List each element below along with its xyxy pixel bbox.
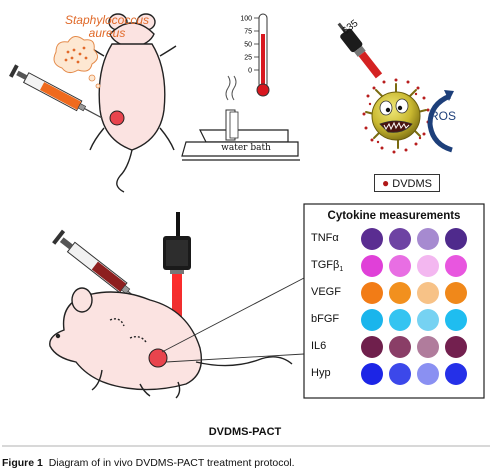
infection-site (109, 110, 125, 126)
cytokine-panel-title: Cytokine measurements (327, 210, 461, 222)
thermometer-icon (254, 13, 270, 97)
water-bath-icon (181, 75, 300, 161)
caption-text: Diagram of in vivo DVDMS-PACT treatment … (48, 457, 295, 469)
cytokine-well (389, 228, 411, 250)
thermometer-tick-label: 0 (248, 68, 252, 75)
cytokine-well (389, 309, 411, 331)
cytokine-well (445, 336, 467, 358)
cytokine-well (417, 282, 439, 304)
cytokine-row-label: IL6 (311, 340, 327, 352)
cytokine-row-label: TNFα (311, 232, 339, 244)
thermometer-tick-label: 100 (240, 16, 252, 23)
laser-probe-top (337, 22, 383, 79)
thermometer-tick-label: 25 (244, 55, 252, 62)
cytokine-well (361, 282, 383, 304)
bacteria-label: Staphylococcus aureus (64, 13, 150, 40)
ros-arrow-icon (427, 90, 454, 153)
ros-label: ROS (430, 109, 457, 123)
cytokine-well (417, 336, 439, 358)
cytokine-row-label: TGFβ1 (311, 259, 344, 274)
cytokine-row-label: Hyp (311, 367, 331, 379)
bacteria-cloud (53, 36, 101, 89)
cytokine-well (361, 228, 383, 250)
cytokine-well (361, 309, 383, 331)
figure-caption: Figure 1 Diagram of in vivo DVDMS-PACT t… (2, 457, 490, 469)
cytokine-well (445, 228, 467, 250)
thermometer-tick-label: 50 (244, 42, 252, 49)
connector-line-lower (165, 353, 305, 363)
treatment-site (148, 348, 168, 368)
laser-probe-bottom (163, 212, 191, 334)
cytokine-well (389, 336, 411, 358)
cytokine-well (417, 363, 439, 385)
cytokine-well (445, 309, 467, 331)
cytokine-well (389, 282, 411, 304)
thermometer-scale: 100 75 50 25 0 (240, 16, 252, 75)
cytokine-row-label: VEGF (311, 286, 341, 298)
cytokine-well (417, 228, 439, 250)
cytokine-grid (361, 228, 467, 385)
caption-prefix: Figure 1 (2, 457, 43, 469)
cytokine-row-label: bFGF (311, 313, 340, 325)
cytokine-well (417, 309, 439, 331)
treatment-label: DVDMS-PACT (208, 426, 282, 438)
thermometer-tick-label: 75 (244, 29, 252, 36)
cytokine-well (445, 363, 467, 385)
dvdms-legend-label: DVDMS (392, 178, 433, 190)
syringe-icon-top (9, 64, 103, 119)
mouse-top-view (87, 13, 177, 193)
cytokine-well (445, 255, 467, 277)
cytokine-well (361, 336, 383, 358)
cytokine-well (389, 255, 411, 277)
mouse-side-view (49, 287, 293, 399)
cytokine-well (417, 255, 439, 277)
bacterium-icon (362, 78, 430, 154)
cytokine-well (361, 255, 383, 277)
connector-line-upper (161, 277, 305, 353)
dvdms-legend: ● DVDMS (374, 174, 440, 192)
cytokine-well (389, 363, 411, 385)
cytokine-well (361, 363, 383, 385)
cytokine-well (445, 282, 467, 304)
dvdms-dot-icon: ● (381, 176, 390, 190)
water-bath-label: water bath (221, 143, 271, 153)
